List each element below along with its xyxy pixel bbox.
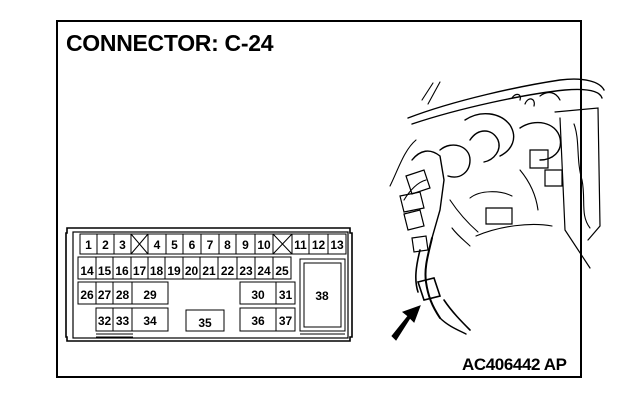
pin-label: 26 (80, 288, 94, 302)
connector-title: CONNECTOR: C-24 (66, 30, 274, 56)
diagram-frame (56, 20, 582, 378)
pin-label: 19 (167, 264, 181, 278)
pin-label: 3 (119, 238, 126, 252)
connector-face (65, 227, 353, 342)
pin-38 (299, 258, 346, 332)
pin-label: 10 (257, 238, 271, 252)
pin-label: 2 (102, 238, 109, 252)
arrow-icon (391, 305, 421, 341)
blocked-pin (130, 233, 149, 255)
pin-label: 11 (294, 238, 307, 252)
pin-38-inner (303, 262, 342, 328)
pin-label: 23 (239, 264, 253, 278)
pin-label: 8 (224, 238, 231, 252)
pin-29 (131, 281, 169, 305)
pin-label: 38 (315, 289, 329, 303)
pin-label: 24 (257, 264, 271, 278)
pin-25 (272, 256, 292, 280)
pin-34 (131, 307, 169, 332)
pin-35 (185, 309, 225, 332)
pin-label: 13 (330, 238, 344, 252)
blocked-pin (272, 233, 293, 255)
pin-label: 31 (279, 288, 293, 302)
pin-label: 22 (221, 264, 235, 278)
connector-rail (96, 333, 345, 338)
harness-illustration (389, 78, 605, 341)
highlighted-connector (416, 277, 442, 301)
pin-label: 32 (98, 314, 112, 328)
pin-label: 30 (251, 288, 265, 302)
pin-label: 33 (116, 314, 130, 328)
pin-label: 21 (202, 264, 216, 278)
pin-label: 5 (171, 238, 178, 252)
pin-label: 28 (116, 288, 130, 302)
pin-label: 12 (312, 238, 326, 252)
image-code: AC406442 AP (462, 355, 567, 374)
pin-label: 25 (275, 264, 289, 278)
pin-label: 37 (279, 314, 293, 328)
pin-31 (275, 281, 296, 305)
pin-label: 20 (185, 264, 199, 278)
pin-13 (327, 233, 347, 255)
pin-label: 14 (80, 264, 94, 278)
pin-label: 15 (98, 264, 112, 278)
dashboard-outline (407, 78, 605, 119)
pin-label: 4 (154, 238, 161, 252)
pin-label: 29 (143, 288, 157, 302)
pin-label: 7 (207, 238, 214, 252)
pin-label: 27 (98, 288, 112, 302)
pin-label: 18 (150, 264, 164, 278)
pin-label: 1 (85, 238, 92, 252)
pin-label: 35 (198, 316, 212, 330)
pin-label: 36 (251, 314, 265, 328)
pin-label: 17 (133, 264, 147, 278)
pin-37 (275, 307, 296, 332)
connector-body (65, 227, 353, 342)
connector-inner-panel (72, 231, 349, 339)
pin-label: 16 (115, 264, 129, 278)
pin-label: 6 (189, 238, 196, 252)
pin-label: 34 (143, 314, 157, 328)
pin-label: 9 (242, 238, 249, 252)
